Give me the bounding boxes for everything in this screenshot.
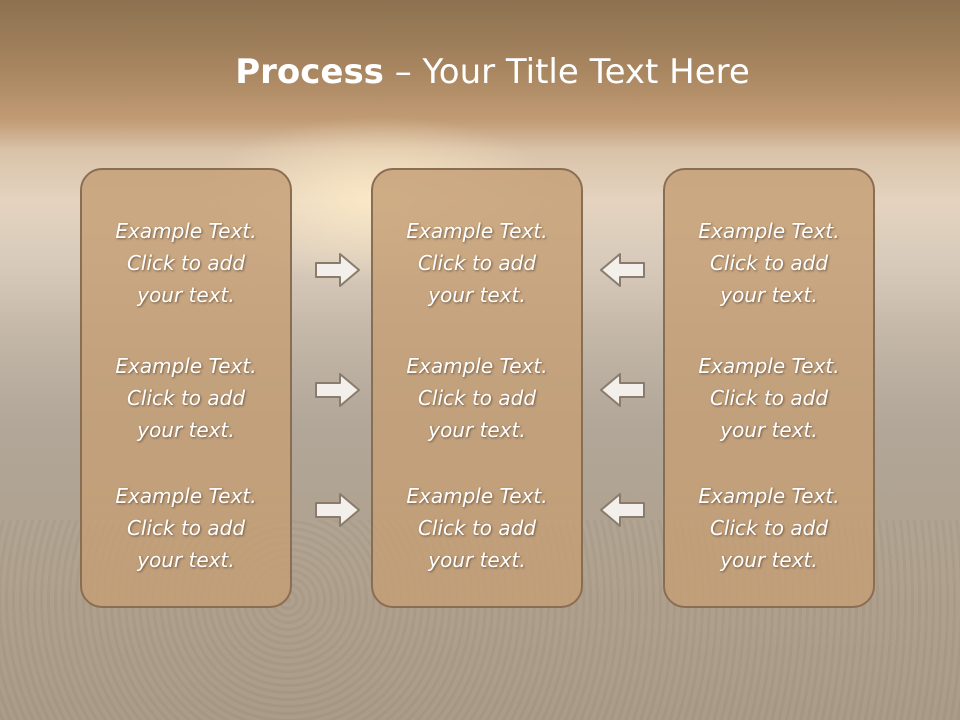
text-line: Click to add bbox=[417, 386, 537, 410]
text-line: Example Text. bbox=[698, 354, 840, 378]
left-arrow-icon bbox=[600, 373, 645, 407]
text-line: your text. bbox=[720, 548, 818, 572]
text-line: your text. bbox=[428, 548, 526, 572]
text-line: Example Text. bbox=[406, 354, 548, 378]
text-line: Click to add bbox=[709, 251, 829, 275]
text-line: Example Text. bbox=[115, 219, 257, 243]
text-line: Example Text. bbox=[406, 484, 548, 508]
text-line: your text. bbox=[720, 283, 818, 307]
slide-title[interactable]: Process – Your Title Text Here bbox=[0, 52, 960, 92]
text-line: Click to add bbox=[126, 251, 246, 275]
panel-text[interactable]: Example Text. Click to add your text. bbox=[373, 215, 581, 311]
title-rest: – Your Title Text Here bbox=[383, 52, 750, 92]
text-line: Example Text. bbox=[406, 219, 548, 243]
text-line: Click to add bbox=[417, 251, 537, 275]
right-arrow-icon bbox=[315, 373, 360, 407]
left-arrow-icon bbox=[600, 253, 645, 287]
text-line: Example Text. bbox=[115, 354, 257, 378]
process-panel-left: Example Text. Click to add your text. Ex… bbox=[80, 168, 292, 608]
right-arrow-icon bbox=[315, 493, 360, 527]
process-panel-center: Example Text. Click to add your text. Ex… bbox=[371, 168, 583, 608]
panel-text[interactable]: Example Text. Click to add your text. bbox=[373, 480, 581, 576]
text-line: your text. bbox=[720, 418, 818, 442]
text-line: your text. bbox=[428, 283, 526, 307]
panel-text[interactable]: Example Text. Click to add your text. bbox=[665, 215, 873, 311]
panel-text[interactable]: Example Text. Click to add your text. bbox=[665, 480, 873, 576]
text-line: your text. bbox=[428, 418, 526, 442]
right-arrow-icon bbox=[315, 253, 360, 287]
text-line: Click to add bbox=[126, 386, 246, 410]
panel-text[interactable]: Example Text. Click to add your text. bbox=[373, 350, 581, 446]
text-line: your text. bbox=[137, 548, 235, 572]
text-line: Click to add bbox=[709, 386, 829, 410]
text-line: Click to add bbox=[126, 516, 246, 540]
left-arrow-icon bbox=[600, 493, 645, 527]
process-panel-right: Example Text. Click to add your text. Ex… bbox=[663, 168, 875, 608]
text-line: Click to add bbox=[709, 516, 829, 540]
text-line: Example Text. bbox=[698, 484, 840, 508]
text-line: Click to add bbox=[417, 516, 537, 540]
title-bar: Process – Your Title Text Here bbox=[0, 0, 960, 130]
text-line: Example Text. bbox=[115, 484, 257, 508]
panel-text[interactable]: Example Text. Click to add your text. bbox=[82, 480, 290, 576]
title-bold: Process bbox=[235, 52, 384, 92]
text-line: your text. bbox=[137, 283, 235, 307]
panel-text[interactable]: Example Text. Click to add your text. bbox=[82, 215, 290, 311]
panel-text[interactable]: Example Text. Click to add your text. bbox=[82, 350, 290, 446]
text-line: Example Text. bbox=[698, 219, 840, 243]
text-line: your text. bbox=[137, 418, 235, 442]
panel-text[interactable]: Example Text. Click to add your text. bbox=[665, 350, 873, 446]
